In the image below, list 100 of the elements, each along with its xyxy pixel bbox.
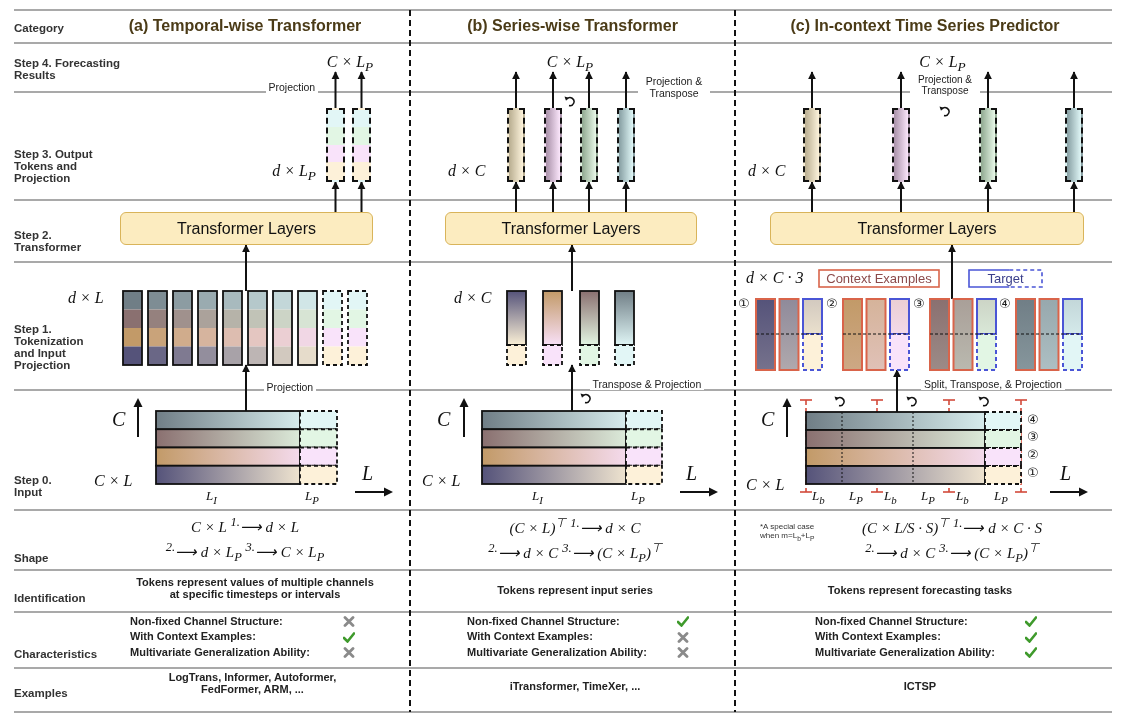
- step-label: Projection & Transpose: [638, 75, 710, 99]
- output-token: [803, 108, 821, 182]
- description-text: Tokens represent values of multiple channels at specific timesteps or intervals: [135, 576, 375, 600]
- math-label: L$_{P}$: [921, 488, 936, 506]
- block-label: Transformer Layers: [501, 219, 641, 238]
- arrow: [512, 181, 520, 213]
- description-text: Multivariate Generalization Ability:: [815, 646, 996, 658]
- circled-number: ④: [1027, 412, 1040, 427]
- math-label: C × L: [94, 472, 134, 490]
- circled-number: ①: [738, 296, 751, 311]
- shape-formula: $^{2.}$⟶ d × C $^{3.}$⟶ (C × L$_{P}$)$^{⊤}$: [864, 540, 1041, 566]
- result-label: C × L$_{P}$: [800, 52, 1085, 72]
- description-text: Tokens represent forecasting tasks: [826, 584, 1014, 596]
- arrow: [984, 71, 992, 109]
- row-header: Category: [14, 22, 65, 34]
- circled-number: ③: [913, 296, 926, 311]
- description-text: With Context Examples:: [815, 630, 942, 642]
- shape-formula: C × L $^{1.}$⟶ d × L: [189, 515, 300, 536]
- token-columns-drawing: [756, 299, 1082, 370]
- output-token: [617, 108, 635, 182]
- math-label: L$_{b}$: [956, 488, 970, 506]
- arrow: [585, 181, 593, 213]
- result-label: C × L$_{P}$: [316, 52, 384, 72]
- transformer-block: [770, 212, 1084, 245]
- shape-formula: (C × L)$^{⊤}$ $^{1.}$⟶ d × C: [508, 515, 642, 537]
- legend-label: Target: [968, 269, 1043, 288]
- output-token: [507, 108, 525, 182]
- circled-number: ③: [1027, 429, 1040, 444]
- arrow: [568, 244, 576, 292]
- math-label: L: [686, 462, 699, 485]
- math-label: C: [761, 408, 776, 431]
- transformer-block: [445, 212, 697, 245]
- math-label: L$_{b}$: [812, 488, 826, 506]
- math-label: C × L: [746, 476, 786, 494]
- column-title: (b) Series-wise Transformer: [466, 17, 679, 35]
- arrow: [549, 181, 557, 213]
- footnote: *A special case when m=L$_{b}$+L$_{P}$: [760, 522, 816, 543]
- description-text: ICTSP: [902, 680, 938, 692]
- arrow: [984, 181, 992, 213]
- transformer-block: [120, 212, 373, 245]
- arrow: [331, 71, 340, 109]
- block-label: Transformer Layers: [857, 219, 997, 238]
- math-label: d × C · 3: [746, 269, 805, 287]
- description-text: With Context Examples:: [130, 630, 257, 642]
- arrow: [242, 244, 250, 292]
- math-label: d × C: [448, 162, 487, 180]
- block-label: Transformer Layers: [177, 219, 316, 238]
- arrow: [549, 71, 557, 109]
- token-columns-drawing: [123, 291, 367, 365]
- arrow: [357, 71, 366, 109]
- math-label: L$_{I}$: [206, 488, 218, 506]
- math-label: C: [437, 408, 452, 431]
- arrow: [622, 181, 630, 213]
- description-text: Tokens represent input series: [496, 584, 654, 596]
- description-text: Non-fixed Channel Structure:: [130, 615, 284, 627]
- token-columns-drawing: [507, 291, 634, 365]
- math-label: L$_{P}$: [849, 488, 864, 506]
- shape-formula: $^{2.}$⟶ d × C $^{3.}$⟶ (C × L$_{P}$)$^{⊤}$: [487, 540, 664, 566]
- description-text: Non-fixed Channel Structure:: [467, 615, 621, 627]
- arrow: [512, 71, 520, 109]
- input-matrix: [806, 412, 1021, 484]
- math-label: d × C: [748, 162, 787, 180]
- math-label: L: [1060, 462, 1073, 485]
- row-header: Examples: [14, 687, 69, 699]
- math-label: L: [362, 462, 375, 485]
- math-label: L$_{P}$: [305, 488, 320, 506]
- arrow: [568, 364, 576, 412]
- input-matrix: [482, 411, 662, 484]
- arrow: [622, 71, 630, 109]
- row-header: Step 4. Forecasting Results: [14, 57, 122, 81]
- output-token: [979, 108, 997, 182]
- math-label: C: [112, 408, 127, 431]
- output-token: [352, 108, 371, 182]
- output-token: [580, 108, 598, 182]
- math-label: C × L: [422, 472, 462, 490]
- description-text: Non-fixed Channel Structure:: [815, 615, 969, 627]
- arrow: [242, 364, 250, 412]
- description-text: Multivariate Generalization Ability:: [130, 646, 311, 658]
- arrow: [897, 181, 905, 213]
- arrow: [1070, 181, 1078, 213]
- description-text: With Context Examples:: [467, 630, 594, 642]
- shape-formula: (C × L/S · S)$^{⊤}$ $^{1.}$⟶ d × C · S: [860, 515, 1044, 537]
- row-header: Step 1. Tokenization and Input Projection: [14, 323, 85, 371]
- arrow: [585, 71, 593, 109]
- legend-label: Context Examples: [818, 269, 940, 288]
- math-label: L$_{I}$: [532, 488, 544, 506]
- column-title: (a) Temporal-wise Transformer: [127, 17, 363, 35]
- output-token: [892, 108, 910, 182]
- row-header: Step 2. Transformer: [14, 229, 83, 253]
- row-header: Step 3. Output Tokens and Projection: [14, 148, 94, 184]
- row-header: Identification: [14, 592, 87, 604]
- input-matrix: [156, 411, 337, 484]
- circled-number: ②: [826, 296, 839, 311]
- step-label: Transpose & Projection: [589, 378, 705, 390]
- column-title: (c) In-context Time Series Predictor: [789, 17, 1061, 35]
- output-token: [544, 108, 562, 182]
- row-header: Characteristics: [14, 648, 99, 660]
- arrow: [897, 71, 905, 109]
- arrow: [808, 181, 816, 213]
- math-label: d × C: [454, 289, 493, 307]
